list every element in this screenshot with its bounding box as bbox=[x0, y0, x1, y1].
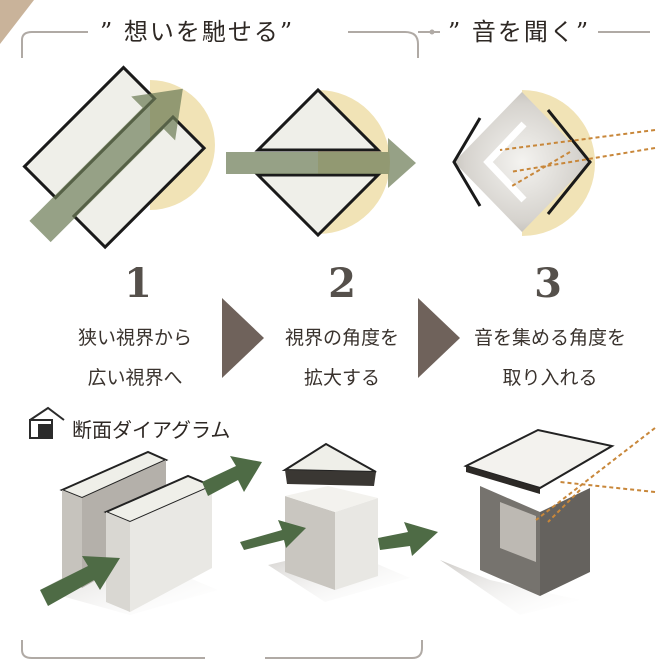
step-arrow-2 bbox=[418, 298, 460, 378]
view-arrow-in bbox=[240, 520, 306, 550]
wall-lower-triangle bbox=[254, 173, 382, 238]
box-left-face bbox=[285, 496, 335, 590]
step-caption-1-line2: 広い視界へ bbox=[87, 367, 183, 389]
paper-corner-texture bbox=[0, 0, 34, 44]
step-number-2: 2 bbox=[328, 260, 356, 307]
step-caption-3: 音を集める角度を 取り入れる bbox=[450, 318, 650, 398]
sound-rays bbox=[499, 129, 656, 187]
glass-right-face bbox=[540, 488, 590, 596]
section-diagram-3 bbox=[440, 427, 656, 615]
wall-right-edge bbox=[546, 109, 592, 215]
box-top bbox=[285, 486, 378, 512]
step-caption-2-line2: 拡大する bbox=[303, 367, 380, 389]
step-arrow-1 bbox=[222, 298, 264, 378]
step-number-3: 3 bbox=[534, 260, 562, 307]
step-caption-1-line1: 狭い視界から bbox=[77, 327, 192, 349]
view-arrow-out bbox=[378, 522, 438, 556]
plan-diagram-3 bbox=[452, 90, 656, 236]
view-arrow-in bbox=[40, 556, 120, 606]
plan-diagram-2 bbox=[226, 87, 416, 238]
step-caption-2-line1: 視界の角度を bbox=[284, 327, 399, 349]
step-caption-3-line2: 取り入れる bbox=[502, 367, 598, 389]
back-wall-side bbox=[62, 490, 82, 588]
step-caption-1: 狭い視界から 広い視界へ bbox=[35, 318, 235, 398]
house-section-icon bbox=[29, 406, 65, 439]
roof-triangle bbox=[281, 442, 377, 473]
diamond-room bbox=[454, 92, 590, 232]
roof-plate bbox=[463, 428, 615, 490]
wall-left-edge bbox=[452, 117, 482, 207]
roof-band bbox=[285, 470, 376, 486]
front-wall-side bbox=[130, 486, 212, 612]
header-bracket bbox=[21, 29, 650, 58]
header-title-left: ” 想いを馳せる” bbox=[100, 18, 295, 46]
box-right-face bbox=[335, 498, 378, 590]
section-title: 断面ダイアグラム bbox=[72, 418, 231, 442]
roof-edge bbox=[466, 466, 540, 494]
view-arrow bbox=[226, 138, 416, 188]
view-arrow-out bbox=[202, 456, 262, 496]
section-diagram-1 bbox=[40, 450, 262, 615]
chevron-reflector bbox=[483, 121, 527, 203]
plan-diagram-1 bbox=[22, 65, 215, 250]
step-caption-3-line1: 音を集める角度を bbox=[473, 327, 626, 349]
step-number-1: 1 bbox=[124, 260, 152, 307]
front-wall-face bbox=[106, 512, 130, 612]
footer-bracket bbox=[21, 640, 423, 659]
sound-rays bbox=[535, 427, 656, 523]
shadow bbox=[440, 560, 580, 615]
section-diagram-2 bbox=[240, 442, 438, 602]
wall-upper-triangle bbox=[254, 87, 382, 152]
inner-block bbox=[500, 502, 536, 562]
step-caption-2: 視界の角度を 拡大する bbox=[242, 318, 442, 398]
view-arrow bbox=[29, 88, 183, 243]
header-title-right: ” 音を聞く” bbox=[448, 18, 591, 46]
